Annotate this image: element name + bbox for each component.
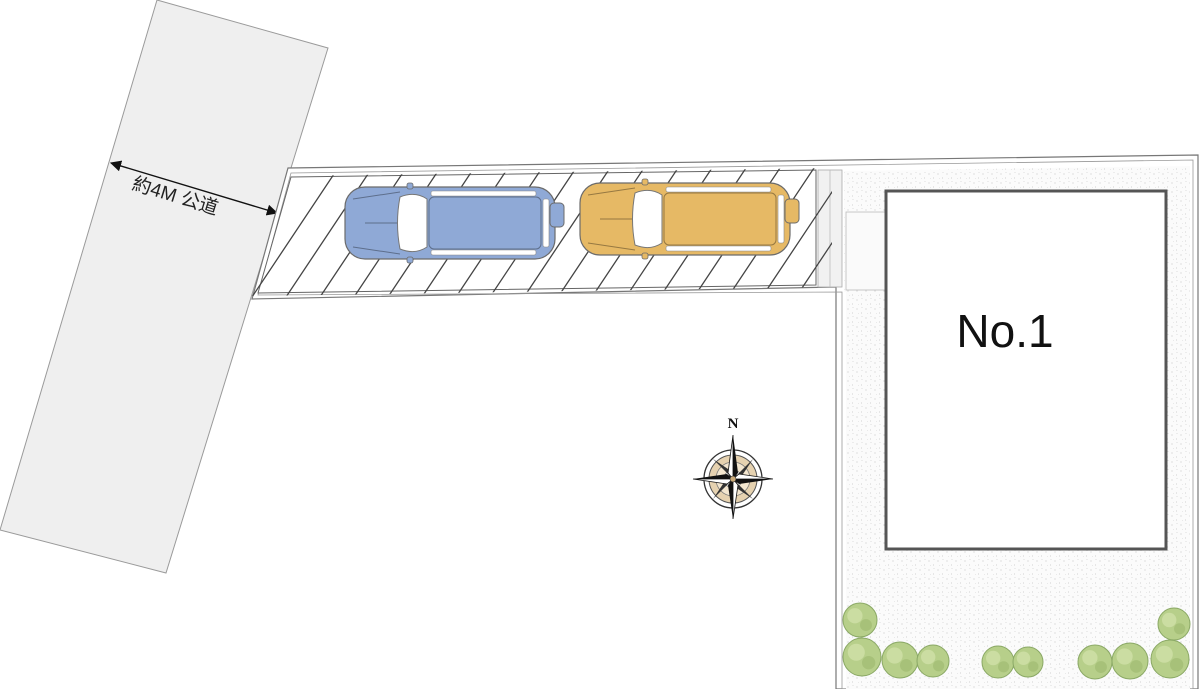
hatch-line xyxy=(252,168,341,296)
shrub-icon xyxy=(1150,639,1190,679)
shrub-icon xyxy=(1012,646,1044,678)
shrubs-row xyxy=(842,602,1191,680)
shrub-icon xyxy=(1077,644,1113,680)
shrub-icon xyxy=(916,644,950,678)
car-top-view-icon xyxy=(579,178,800,260)
lot-inner-boundary xyxy=(257,159,1194,689)
shrub-icon xyxy=(881,641,919,679)
shrub-icon xyxy=(842,602,878,638)
hatch-line xyxy=(759,168,832,296)
entrance-path xyxy=(845,211,887,291)
hatch-line xyxy=(793,168,832,296)
house-no1-footprint xyxy=(884,189,1168,551)
car-top-view-icon xyxy=(344,182,565,264)
compass-rose-icon xyxy=(692,434,774,520)
road-width-dimension-line xyxy=(109,160,279,216)
shrub-icon xyxy=(842,637,882,677)
compass-north-label: N xyxy=(728,416,739,432)
house-no1-label: No.1 xyxy=(956,305,1053,357)
shrub-icon xyxy=(1157,607,1191,641)
public-road xyxy=(0,0,329,574)
shrub-icon xyxy=(981,645,1015,679)
shrub-icon xyxy=(1111,642,1149,680)
